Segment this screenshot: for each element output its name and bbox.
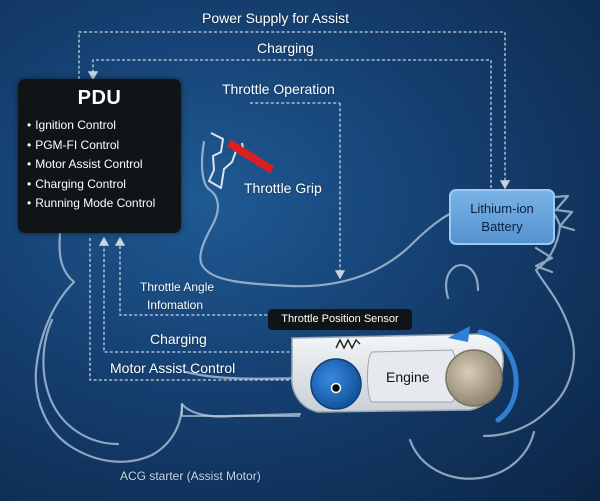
throttle-angle-info-label: Infomation: [147, 298, 204, 312]
battery-label-line2: Battery: [481, 219, 523, 234]
sensor-glyph-icon: [335, 338, 361, 350]
signal-lines: [78, 31, 511, 386]
pdu-title: PDU: [77, 87, 122, 109]
engine-unit: [291, 326, 519, 423]
throttle-position-sensor-label: Throttle Position Sensor: [268, 309, 412, 330]
scooter-outline: [34, 140, 576, 480]
engine-label: Engine: [386, 369, 430, 385]
pdu-function-list: Ignition Control PGM-FI Control Motor As…: [18, 116, 181, 214]
charging-bottom-label: Charging: [150, 331, 207, 347]
acg-starter-label: ACG starter (Assist Motor): [120, 469, 261, 483]
pdu-item-motor-assist: Motor Assist Control: [27, 155, 181, 175]
throttle-grip-bracket: [208, 132, 245, 189]
throttle-operation-label: Throttle Operation: [222, 81, 335, 97]
battery-box: Lithium-ion Battery: [449, 189, 555, 245]
rotation-arrow-icon: [477, 329, 519, 423]
throttle-grip-icon: [226, 139, 275, 174]
throttle-angle-label: Throttle Angle: [140, 280, 215, 294]
power-supply-label: Power Supply for Assist: [202, 10, 350, 26]
pdu-box: PDU Ignition Control PGM-FI Control Moto…: [18, 79, 181, 233]
throttle-grip-label: Throttle Grip: [244, 180, 322, 196]
battery-label-line1: Lithium-ion: [470, 201, 534, 216]
motor-assist-control-label: Motor Assist Control: [110, 360, 236, 376]
charging-top-label: Charging: [257, 40, 314, 56]
pdu-item-running-mode: Running Mode Control: [27, 194, 181, 214]
pdu-item-charging: Charging Control: [27, 175, 181, 195]
pdu-item-ignition: Ignition Control: [27, 116, 181, 136]
engine-flywheel-icon: [445, 349, 503, 407]
pdu-item-pgm-fi: PGM-FI Control: [27, 136, 181, 156]
